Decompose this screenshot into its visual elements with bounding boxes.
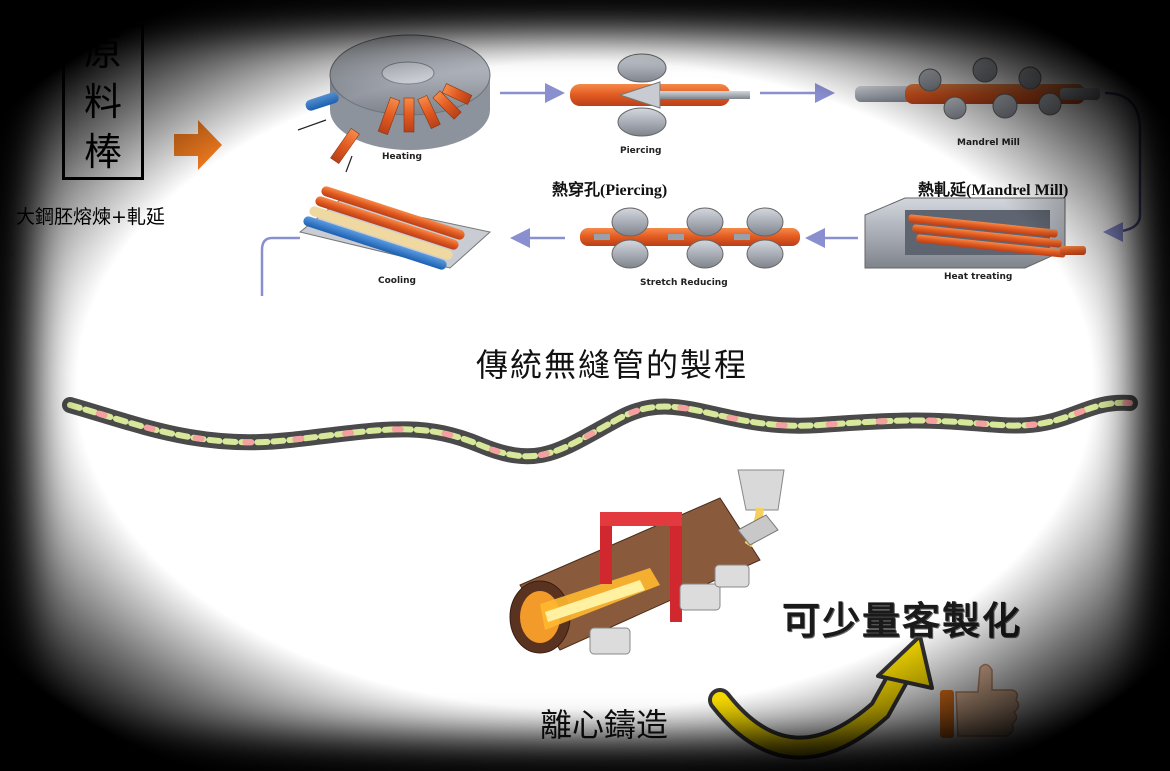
decorative-rope-divider (62, 394, 1138, 465)
mandrel-mill (855, 57, 1100, 120)
piercing-label: Piercing (620, 146, 662, 156)
stretch-reducing-mill (580, 207, 800, 269)
heat-treating-label: Heat treating (944, 272, 1013, 282)
curved-yellow-arrow-icon (708, 634, 934, 760)
cooling-label: Cooling (378, 276, 416, 286)
centrifugal-casting-machine (509, 469, 785, 655)
centrifugal-casting-label: 離心鑄造 (540, 706, 669, 744)
heat-treating-furnace (864, 197, 1086, 269)
piercing-mill (570, 53, 750, 137)
mandrel-mill-label: Mandrel Mill (957, 138, 1020, 148)
thumbs-up-icon (940, 663, 1020, 738)
heating-label: Heating (382, 152, 422, 162)
mandrel-mill-caption: 熱軋延(Mandrel Mill) (918, 182, 1069, 199)
stretch-reducing-label: Stretch Reducing (640, 278, 728, 288)
cooling-bed (298, 186, 492, 270)
piercing-caption: 熱穿孔(Piercing) (552, 182, 668, 199)
customizable-heading: 可少量客製化 (782, 599, 1023, 643)
diagram-title: 傳統無縫管的製程 (476, 346, 749, 384)
